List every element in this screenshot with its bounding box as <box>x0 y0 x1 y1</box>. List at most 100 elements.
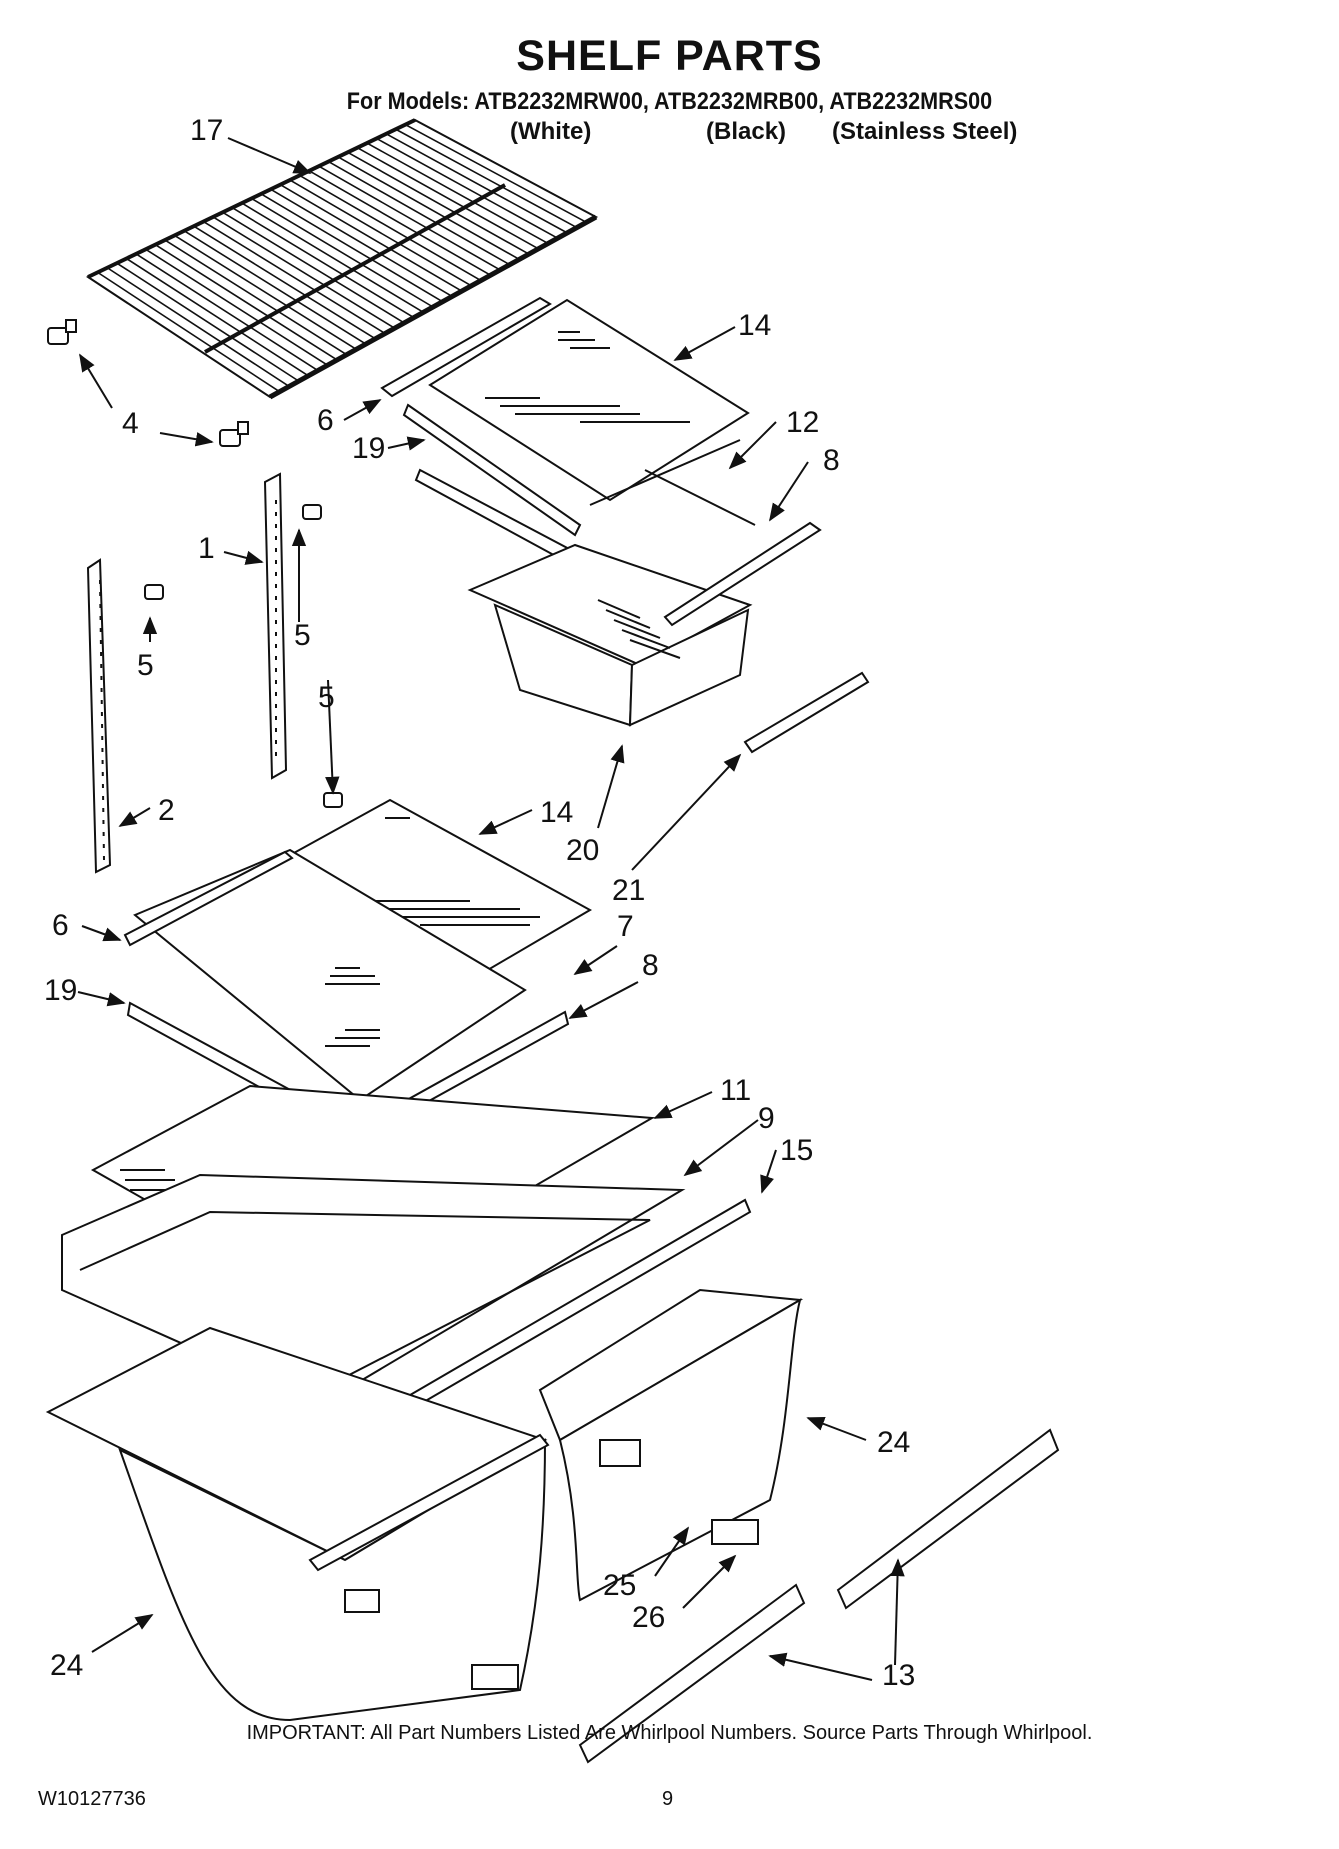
wire-rod <box>164 239 348 356</box>
wire-rod <box>154 244 338 361</box>
wire-rod <box>135 253 319 372</box>
callout-leader-lines <box>77 137 905 1681</box>
callout-c17: 17 <box>190 114 223 147</box>
leader-arrow <box>81 925 122 942</box>
wire-rod <box>193 225 376 340</box>
leader-arrow <box>806 1417 867 1441</box>
callout-c24b: 24 <box>50 1649 83 1682</box>
wire-rod <box>337 156 520 261</box>
callout-c5a: 5 <box>137 649 154 682</box>
screw-icon <box>144 504 343 808</box>
pantry-drawer <box>467 521 870 754</box>
callout-c12: 12 <box>786 406 819 439</box>
callout-c26: 26 <box>632 1601 665 1634</box>
wire-rod <box>376 137 559 239</box>
callout-c9: 9 <box>758 1102 775 1135</box>
wire-rod <box>260 193 443 303</box>
models-line: For Models: ATB2232MRW00, ATB2232MRB00, … <box>346 88 993 115</box>
variant-black: (Black) <box>706 118 787 145</box>
leader-arrow <box>683 1119 759 1177</box>
leader-arrow <box>77 991 126 1007</box>
wire-rod <box>106 267 290 388</box>
wire-rod <box>251 197 434 308</box>
callout-c14b: 14 <box>540 796 573 829</box>
leader-arrow <box>728 421 777 470</box>
wire-rod <box>222 211 405 324</box>
leader-arrow <box>91 1614 154 1653</box>
callout-c11: 11 <box>720 1074 751 1107</box>
leader-arrow <box>227 137 312 174</box>
crisper-drawer-left <box>45 1326 550 1722</box>
wire-rod <box>308 170 491 276</box>
callout-c4: 4 <box>122 407 139 440</box>
leader-arrow <box>653 1091 713 1119</box>
wire-rod <box>231 207 415 319</box>
leader-arrow <box>568 981 639 1019</box>
callout-c19a: 19 <box>352 432 385 465</box>
crisper-drawer-right <box>538 1288 804 1602</box>
callout-c13: 13 <box>882 1659 915 1692</box>
wire-rod <box>405 123 587 223</box>
middle-glass-shelf <box>123 798 593 1129</box>
callout-c1: 1 <box>198 532 215 565</box>
wire-rod <box>97 271 281 393</box>
variant-white: (White) <box>510 118 592 145</box>
wire-rod <box>347 151 530 255</box>
callout-c14a: 14 <box>738 309 771 342</box>
shelf-ladders <box>86 472 288 874</box>
wire-rod <box>183 230 367 345</box>
leader-arrow <box>682 1554 737 1609</box>
callout-c15: 15 <box>780 1134 813 1167</box>
leader-arrow <box>223 550 264 565</box>
wire-rod <box>174 234 357 351</box>
callout-c19b: 19 <box>44 974 77 1007</box>
wire-rod <box>202 220 386 335</box>
leader-arrow <box>325 679 340 795</box>
leader-arrow <box>79 353 113 409</box>
callout-c21: 21 <box>612 874 645 907</box>
wire-shelf <box>85 118 599 400</box>
callout-c5c: 5 <box>318 681 335 714</box>
leader-arrow <box>631 753 742 871</box>
page-number: 9 <box>662 1788 674 1810</box>
wire-rod <box>299 174 482 282</box>
leader-arrow <box>760 1149 777 1194</box>
upper-glass-shelf <box>380 296 756 574</box>
wire-rod <box>241 202 424 313</box>
wire-rod <box>270 188 453 298</box>
wire-rod <box>328 160 511 266</box>
wire-rod <box>318 165 501 271</box>
wire-rod <box>126 257 309 377</box>
callout-c2: 2 <box>158 794 175 827</box>
leader-arrow <box>769 461 809 522</box>
wire-rod <box>385 133 568 234</box>
wire-rod <box>212 216 396 329</box>
wire-rod <box>145 248 328 366</box>
wire-rod <box>356 147 539 250</box>
leader-arrow <box>597 744 625 829</box>
leader-arrow <box>573 945 618 975</box>
leader-arrow <box>387 436 426 451</box>
callout-c6a: 6 <box>317 404 334 437</box>
wire-rod <box>395 128 578 229</box>
document-id: W10127736 <box>38 1788 146 1810</box>
important-note: IMPORTANT: All Part Numbers Listed Are W… <box>246 1722 1093 1744</box>
callout-c8a: 8 <box>823 444 840 477</box>
callout-c24a: 24 <box>877 1426 910 1459</box>
wire-rod <box>116 262 300 382</box>
leader-arrow <box>118 807 151 827</box>
callout-c5b: 5 <box>294 619 311 652</box>
leader-arrow <box>673 326 736 361</box>
wire-rod <box>279 183 463 292</box>
leader-arrow <box>343 399 382 421</box>
callout-c6b: 6 <box>52 909 69 942</box>
variant-stainless: (Stainless Steel) <box>832 118 1018 145</box>
leader-arrow <box>768 1652 873 1681</box>
shelf-pin-icon <box>47 319 249 447</box>
callout-c7: 7 <box>617 910 634 943</box>
callout-c8b: 8 <box>642 949 659 982</box>
leader-arrow <box>478 809 533 835</box>
callout-c20: 20 <box>566 834 599 867</box>
